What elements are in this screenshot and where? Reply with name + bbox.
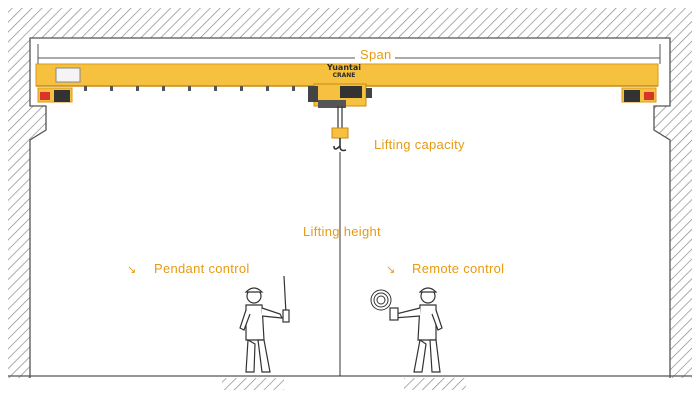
crane-girder [35, 63, 659, 103]
electric-hoist [308, 83, 372, 152]
span-dimension [37, 44, 661, 64]
lifting-height-label: Lifting height [303, 224, 381, 239]
electrical-box [55, 67, 81, 83]
left-travel-motor [54, 90, 70, 102]
pendant-control-label: Pendant control [154, 261, 250, 276]
floor-hatch-right [404, 378, 466, 390]
right-wall-hatch [654, 8, 692, 378]
brand-logo-line1: Yuantai [327, 63, 361, 72]
remote-signal-icon [370, 289, 392, 311]
roof-hatch [8, 8, 692, 38]
floor-hatch-left [222, 378, 284, 390]
building-inner-outline [29, 37, 671, 378]
building-structure [8, 8, 692, 378]
right-end-stop [644, 92, 654, 100]
brand-logo: Yuantai CRANE [322, 64, 366, 80]
remote-operator-figure [389, 287, 443, 373]
crane-hook [333, 138, 347, 152]
right-travel-motor [624, 90, 640, 102]
arrow-down-right-icon: ↘ [127, 263, 137, 276]
left-end-stop [40, 92, 50, 100]
brand-logo-line2: CRANE [332, 72, 356, 79]
arrow-down-right-icon: ↘ [386, 263, 396, 276]
pendant-operator-figure [239, 275, 290, 373]
lifting-capacity-label: Lifting capacity [374, 137, 465, 152]
span-label: Span [360, 47, 392, 62]
remote-control-label: Remote control [412, 261, 505, 276]
left-wall-hatch [8, 8, 46, 378]
